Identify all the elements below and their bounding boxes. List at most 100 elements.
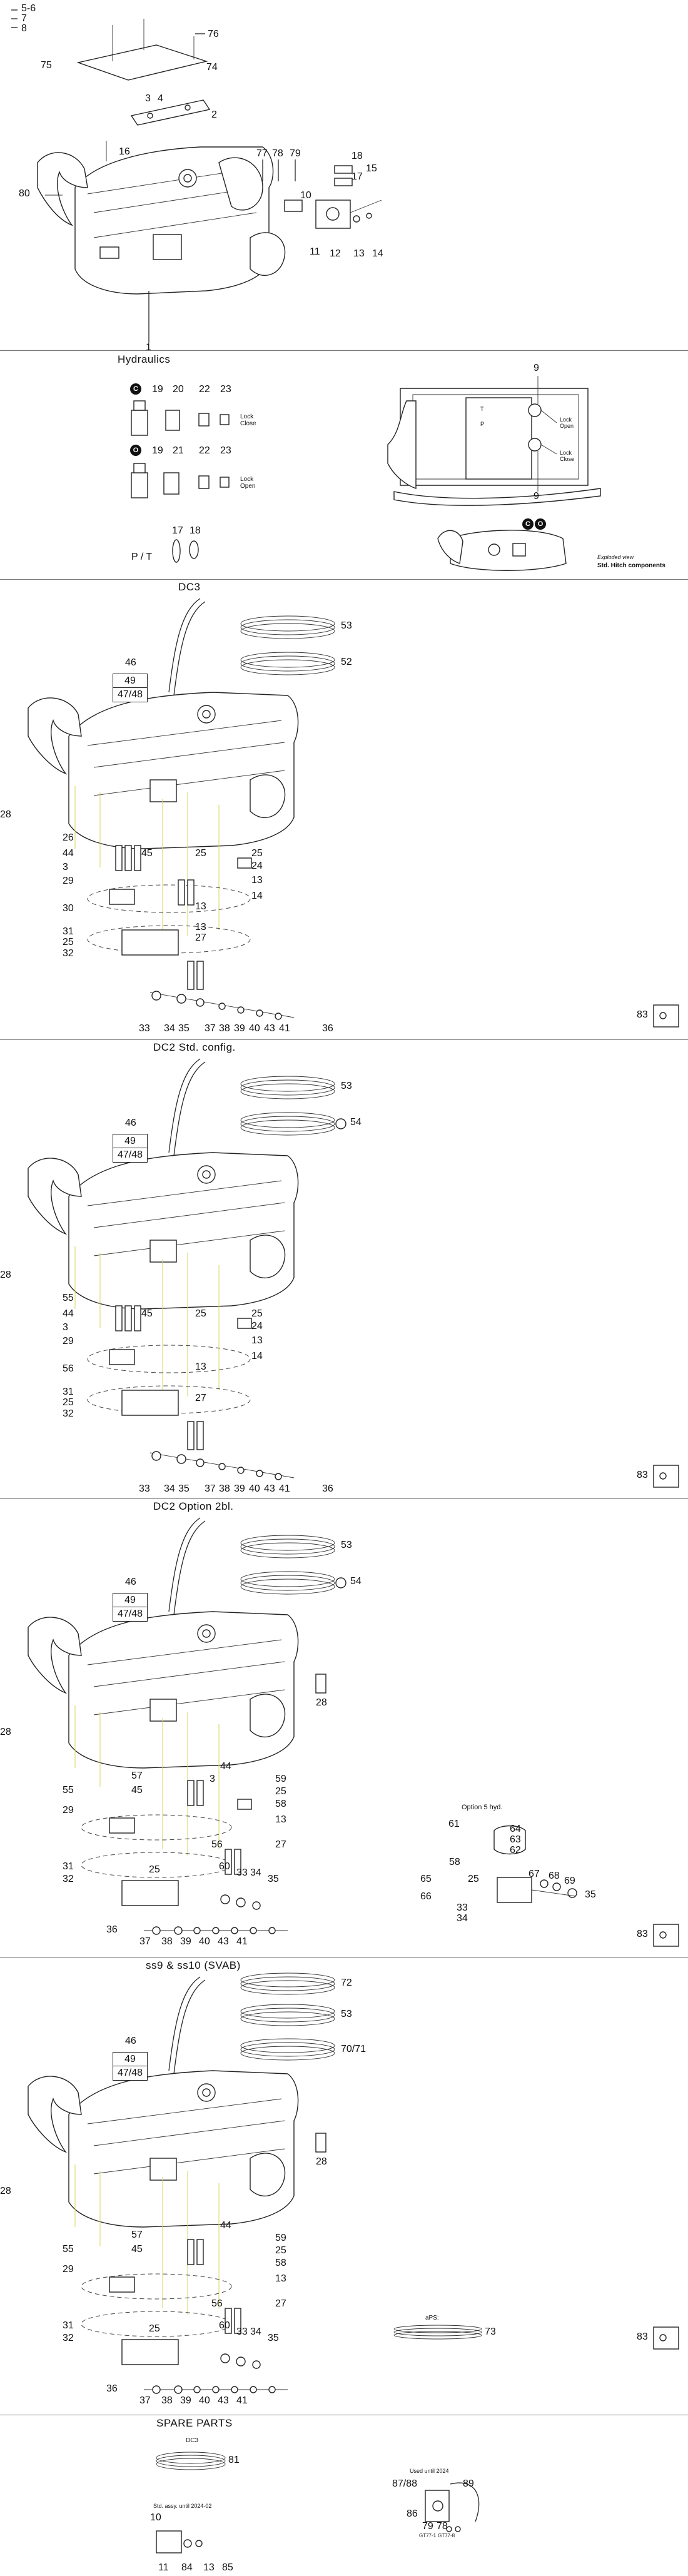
dc3-39: 39 bbox=[234, 1023, 245, 1034]
ss-57: 57 bbox=[131, 2230, 143, 2240]
ss-56: 56 bbox=[211, 2298, 223, 2309]
ss-59: 59 bbox=[275, 2233, 286, 2243]
label-77: 77 bbox=[256, 148, 268, 159]
ss-36: 36 bbox=[106, 2383, 118, 2394]
dc3-46: 46 bbox=[125, 657, 136, 668]
section-divider bbox=[0, 1957, 688, 1958]
pt-part-18: 18 bbox=[190, 525, 201, 536]
ss-32: 32 bbox=[63, 2333, 74, 2343]
dc3-49-box: 49 bbox=[113, 674, 148, 689]
dc2std-56: 56 bbox=[63, 1363, 74, 1374]
exploded-badge-o: O bbox=[535, 518, 546, 530]
dc2opt-59: 59 bbox=[275, 1774, 286, 1784]
dc3-35: 35 bbox=[178, 1023, 190, 1034]
dc2std-13b: 13 bbox=[195, 1361, 206, 1372]
spare-81: 81 bbox=[228, 2455, 240, 2465]
dc2-std-section: DC2 Std. config. 53 54 46 49 47/48 28 55… bbox=[0, 1040, 688, 1498]
dc2opt-38: 38 bbox=[161, 1936, 173, 1947]
spare-13: 13 bbox=[203, 2562, 215, 2573]
dc3-43: 43 bbox=[264, 1023, 275, 1034]
dc2opt-46: 46 bbox=[125, 1577, 136, 1587]
opt-58: 58 bbox=[449, 1857, 460, 1867]
used-until-label: Used until 2024 bbox=[410, 2468, 449, 2474]
dc2std-45: 45 bbox=[141, 1308, 153, 1319]
dc3-3: 3 bbox=[63, 862, 68, 872]
dc3-25b: 25 bbox=[251, 848, 263, 859]
spare-sub-a: GT77-1 bbox=[419, 2533, 437, 2538]
ss-55: 55 bbox=[63, 2244, 74, 2255]
ss-33: 33 bbox=[236, 2326, 248, 2337]
label-3: 3 bbox=[145, 93, 151, 104]
hyd-row1-19: 19 bbox=[152, 384, 163, 395]
dc2opt-25a: 25 bbox=[275, 1786, 286, 1797]
section-divider bbox=[0, 579, 688, 580]
ss-25a: 25 bbox=[275, 2245, 286, 2256]
ss-drawing bbox=[28, 1972, 679, 2394]
hyd-row2-19: 19 bbox=[152, 445, 163, 456]
frame-lock-close: Lock Close bbox=[560, 450, 575, 462]
frame-lock-open: Lock Open bbox=[560, 417, 574, 429]
dc2opt-34: 34 bbox=[250, 1867, 261, 1878]
dc3-44: 44 bbox=[63, 848, 74, 859]
dc2std-35: 35 bbox=[178, 1483, 190, 1494]
dc2opt-57: 57 bbox=[131, 1770, 143, 1781]
dc2std-49-box: 49 bbox=[113, 1134, 148, 1149]
label-76: 76 bbox=[208, 29, 219, 39]
ss-title: ss9 & ss10 (SVAB) bbox=[146, 1959, 241, 1971]
opt-67: 67 bbox=[529, 1869, 540, 1879]
hyd-row1-20: 20 bbox=[173, 384, 184, 395]
section-divider bbox=[0, 350, 688, 351]
ss-13: 13 bbox=[275, 2273, 286, 2284]
ss-53: 53 bbox=[341, 2009, 352, 2019]
dc3-13b: 13 bbox=[195, 901, 206, 912]
dc2opt-36: 36 bbox=[106, 1924, 118, 1935]
label-10: 10 bbox=[300, 190, 311, 201]
label-74: 74 bbox=[206, 62, 218, 73]
dc2-opt-section: DC2 Option 2bl. 53 5 bbox=[0, 1499, 688, 1957]
dc2std-29: 29 bbox=[63, 1336, 74, 1346]
opt-65: 65 bbox=[420, 1874, 432, 1884]
dc2opt-54: 54 bbox=[350, 1576, 362, 1587]
label-1: 1 bbox=[146, 342, 151, 353]
dc2std-38: 38 bbox=[219, 1483, 230, 1494]
hitch-assembly-drawing bbox=[11, 9, 382, 343]
dc3-52: 52 bbox=[341, 657, 352, 667]
spare-dc3-label: DC3 bbox=[186, 2437, 199, 2444]
ss-43: 43 bbox=[218, 2395, 229, 2406]
dc3-53: 53 bbox=[341, 620, 352, 631]
label-5-6: 5-6 bbox=[21, 3, 36, 14]
label-78: 78 bbox=[272, 148, 283, 159]
dc3-83: 83 bbox=[637, 1009, 648, 1020]
dc3-37: 37 bbox=[205, 1023, 216, 1034]
dc2opt-3: 3 bbox=[210, 1774, 215, 1784]
hyd-row1-23: 23 bbox=[220, 384, 231, 395]
badge-open: O bbox=[130, 445, 141, 456]
dc2opt-27: 27 bbox=[275, 1839, 286, 1850]
label-13: 13 bbox=[353, 248, 365, 259]
opt-25: 25 bbox=[468, 1874, 479, 1884]
ss-25b: 25 bbox=[149, 2323, 160, 2334]
ss-27: 27 bbox=[275, 2298, 286, 2309]
dc2std-3: 3 bbox=[63, 1322, 68, 1333]
dc2std-40: 40 bbox=[249, 1483, 260, 1494]
ss-28b: 28 bbox=[316, 2156, 327, 2167]
dc2std-37: 37 bbox=[205, 1483, 216, 1494]
dc3-13a: 13 bbox=[251, 875, 263, 886]
exploded-view-label: Exploded view bbox=[597, 554, 634, 560]
dc2std-4748-box: 47/48 bbox=[113, 1148, 148, 1163]
spare-parts-drawing bbox=[156, 2452, 480, 2553]
dc2opt-37: 37 bbox=[139, 1936, 151, 1947]
badge-close: C bbox=[130, 383, 141, 395]
frame-t-upper: T bbox=[480, 406, 484, 412]
ss-58: 58 bbox=[275, 2258, 286, 2268]
dc2std-34: 34 bbox=[164, 1483, 175, 1494]
spare-11: 11 bbox=[158, 2562, 169, 2573]
hyd-row1-22: 22 bbox=[199, 384, 210, 395]
section-divider bbox=[0, 1498, 688, 1499]
ss-39: 39 bbox=[180, 2395, 191, 2406]
dc2std-24: 24 bbox=[251, 1321, 263, 1331]
dc2-opt-drawing bbox=[28, 1517, 679, 1947]
dc2std-41: 41 bbox=[279, 1483, 290, 1494]
lock-open-label: Lock Open bbox=[240, 476, 256, 490]
ss-31: 31 bbox=[63, 2320, 74, 2331]
